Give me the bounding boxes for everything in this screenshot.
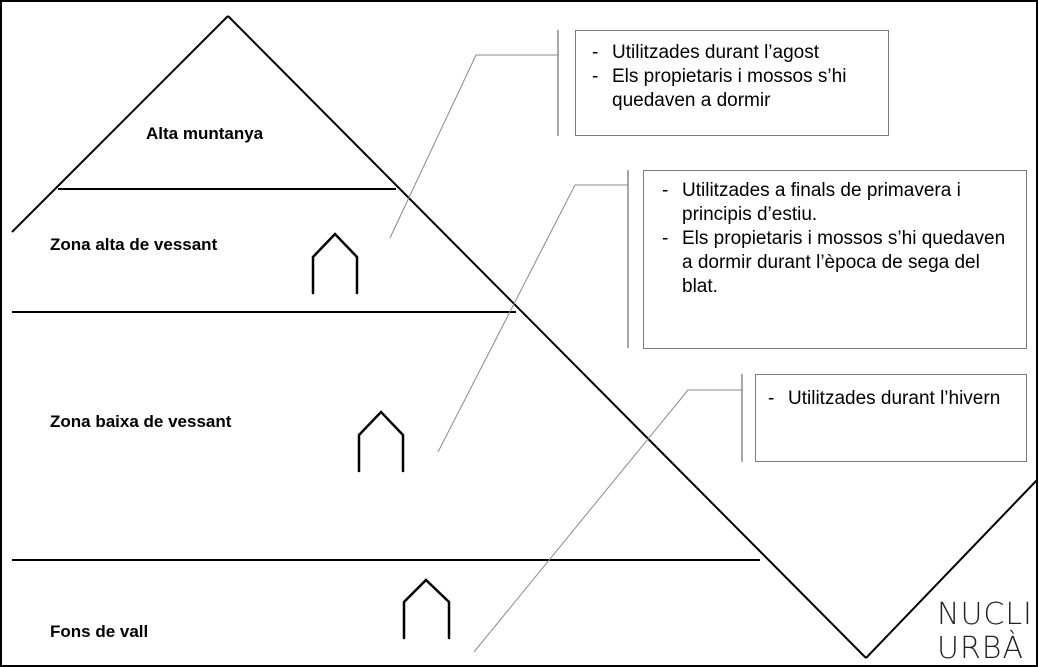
mountain-right-slope: [227, 15, 867, 659]
annotation-box-hivern: Utilitzades durant l’hivern: [755, 374, 1027, 462]
zone-label-alta-muntanya: Alta muntanya: [146, 124, 264, 143]
leader-line-primavera: [437, 184, 628, 453]
annotation-box-primavera: Utilitzades a finals de primavera i prin…: [643, 170, 1027, 349]
annotation-item: Utilitzades durant l’agost: [588, 41, 880, 65]
house-icon: [311, 232, 359, 295]
valley-right-slope: [865, 479, 1038, 659]
annotation-item: Utilitzades a finals de primavera i prin…: [658, 179, 1006, 227]
house-icon: [402, 578, 451, 640]
zone-label-zona-alta: Zona alta de vessant: [50, 235, 218, 254]
annotation-item: Els propietaris i mossos s’hi quedaven a…: [658, 227, 1006, 299]
leader-line-hivern: [473, 389, 742, 653]
annotation-item: Utilitzades durant l’hivern: [764, 387, 1014, 411]
zone-label-zona-baixa: Zona baixa de vessant: [50, 412, 232, 431]
annotation-box-agost: Utilitzades durant l’agost Els propietar…: [575, 30, 889, 136]
house-icon: [357, 410, 405, 473]
zone-label-fons-vall: Fons de vall: [50, 622, 149, 641]
nucli-line-1: NUCLI: [937, 597, 1033, 632]
annotation-item: Els propietaris i mossos s’hi quedaven a…: [588, 65, 880, 113]
nucli-line-2: URBÀ: [937, 631, 1024, 666]
mountain-left-slope: [11, 15, 229, 233]
nucli-urba-label: NUCLI URBÀ: [937, 598, 1033, 666]
leader-line-agost: [389, 54, 558, 239]
